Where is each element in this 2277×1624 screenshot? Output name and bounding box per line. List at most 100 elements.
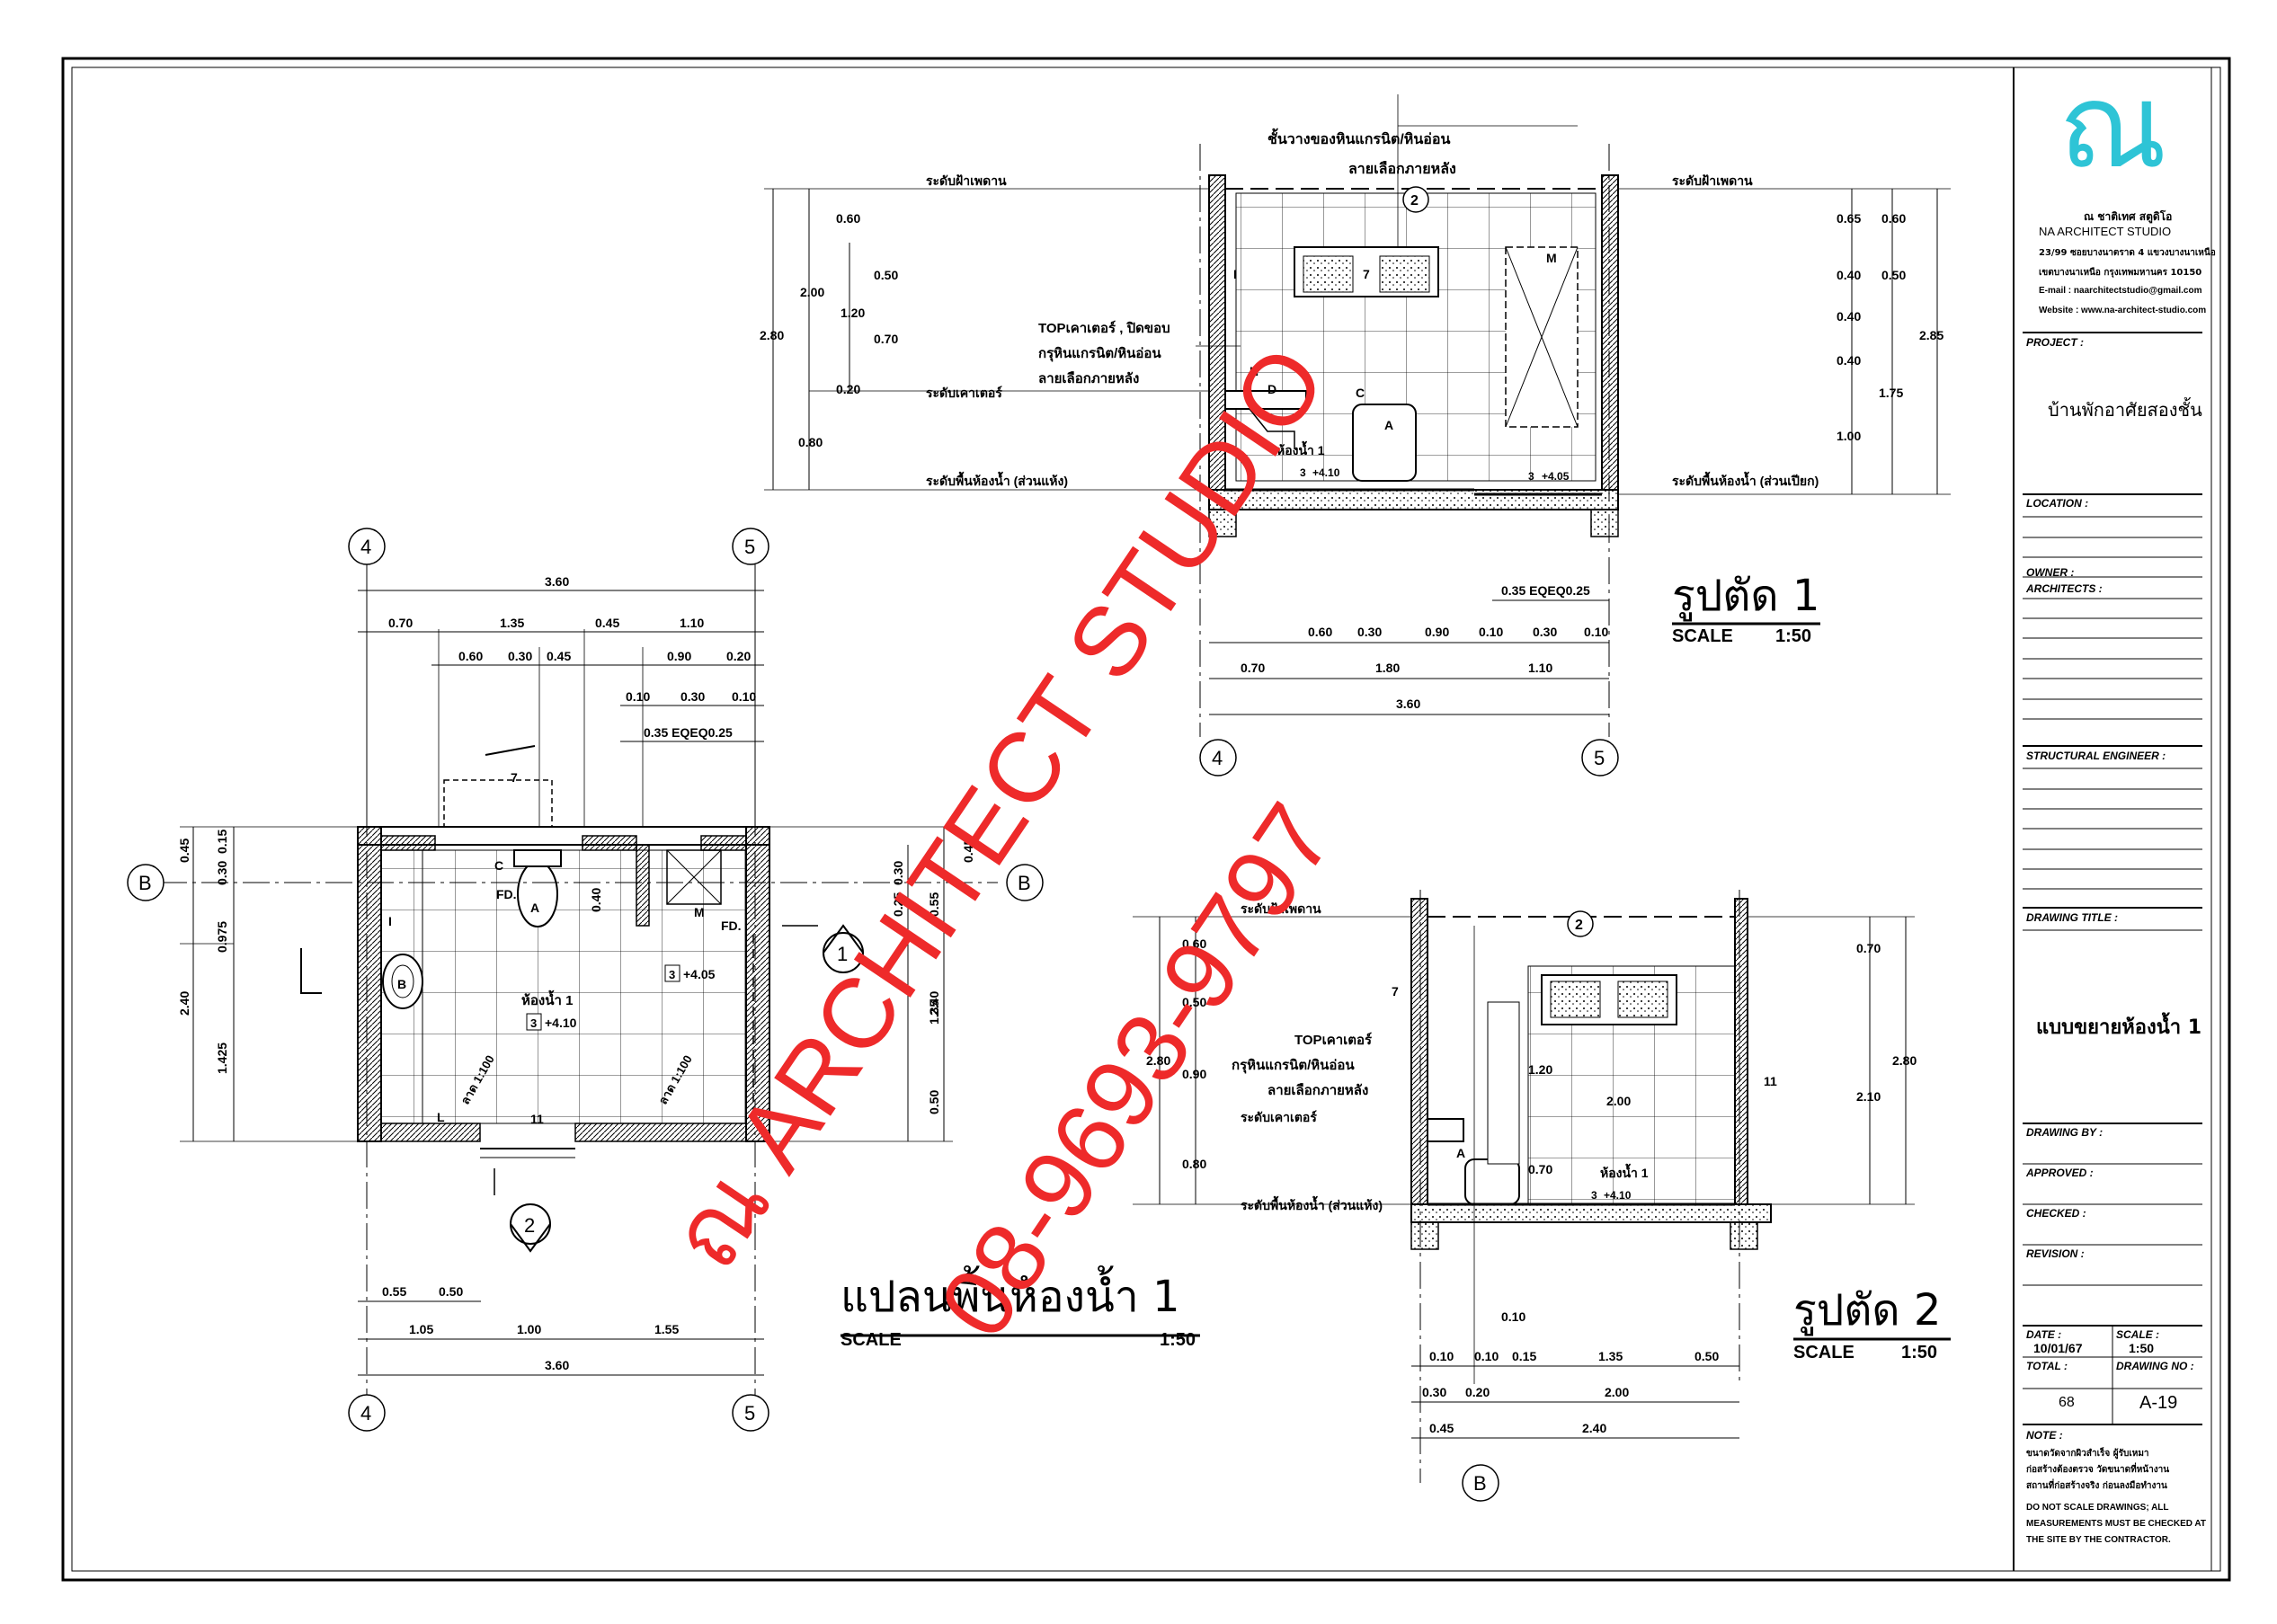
- sec1-dim-bottom2-1: 0.70: [1241, 661, 1265, 675]
- note-en-1: DO NOT SCALE DRAWINGS; ALL: [2026, 1503, 2169, 1513]
- sec2-dim-bottom1-3: 0.15: [1512, 1349, 1536, 1363]
- plan-title: แปลนพื้นห้องน้ำ 1: [841, 1272, 1180, 1322]
- sec1-wall-left: [1208, 174, 1226, 491]
- sec2-dim-bottom3-1: 0.45: [1429, 1421, 1454, 1435]
- sec1-slab: [1208, 489, 1619, 510]
- sec1-dim-left2-1: 0.50: [874, 268, 898, 282]
- sec1-dim-right-total: 2.85: [1919, 328, 1943, 342]
- scale-label: SCALE :: [2116, 1328, 2159, 1341]
- sec1-tag-I: I: [1233, 267, 1237, 281]
- revision-label: REVISION :: [2026, 1247, 2085, 1260]
- sec2-note-counter-2: กรุหินแกรนิต/หินอ่อน: [1232, 1057, 1355, 1074]
- plan-tag-C: C: [494, 858, 503, 873]
- plan-dim-top-3: 0.45: [595, 616, 619, 630]
- plan-dim-right-3: 1.35: [927, 1000, 941, 1025]
- plan-dim-bottom2-3: 1.55: [654, 1322, 679, 1336]
- plan-dim-right-4: 0.50: [927, 1090, 941, 1114]
- inner-border: [71, 67, 2221, 1572]
- plan-wc: [517, 861, 558, 927]
- sec2-level-tag-a: 3: [1591, 1189, 1597, 1202]
- drawing-no-label: DRAWING NO :: [2116, 1360, 2194, 1372]
- sec1-level-ceiling-r: ระดับฝ้าเพดาน: [1672, 173, 1753, 188]
- plan-dim-top-4: 1.10: [680, 616, 704, 630]
- plan-level-tag-a: 3: [530, 1016, 537, 1030]
- plan-dim-bottom-total: 3.60: [545, 1358, 569, 1372]
- sec2-note-counter-3: ลายเลือกภายหลัง: [1267, 1083, 1368, 1098]
- sec1-dim-left-1: 0.60: [836, 211, 860, 226]
- plan-dim-left-3: 1.425: [215, 1043, 229, 1074]
- plan-tag-A: A: [530, 901, 539, 915]
- sec1-dim-bottom1-5: 0.30: [1533, 625, 1557, 639]
- drawing-no-value: A-19: [2139, 1393, 2178, 1413]
- sec1-level-b: +4.05: [1542, 470, 1570, 483]
- sec2-dim-070: 0.70: [1528, 1162, 1552, 1176]
- sec1-dim-bottom2-3: 1.10: [1528, 661, 1552, 675]
- plan-dim-top2-3: 0.45: [547, 649, 571, 663]
- sec2-grid-b: B: [1473, 1472, 1487, 1495]
- plan-fd-1: FD.: [496, 887, 517, 901]
- sec2-wall-left: [1410, 898, 1428, 1205]
- plan-fd-2: FD.: [721, 918, 742, 933]
- plan-dim-top-1: 0.70: [388, 616, 413, 630]
- sec1-dim-right-1: 0.65: [1837, 211, 1861, 226]
- architects-label: ARCHITECTS :: [2026, 582, 2103, 595]
- sec1-grid-5: 5: [1594, 747, 1605, 769]
- sec2-wc: [1464, 1158, 1520, 1205]
- sec2-tag-11: 11: [1764, 1074, 1777, 1088]
- sec2-counter: [1427, 1118, 1464, 1142]
- sec1-dim-bottom1-2: 0.30: [1357, 625, 1382, 639]
- sec1-tag-D: D: [1267, 382, 1276, 396]
- sec2-dim-left-total: 2.80: [1146, 1053, 1170, 1068]
- sec1-level-tag-a: 3: [1300, 466, 1306, 479]
- plan-grid-4-bottom: 4: [360, 1402, 371, 1424]
- sec1-wc: [1352, 404, 1417, 482]
- sec2-tag-A: A: [1456, 1146, 1465, 1160]
- section-1: [764, 94, 1951, 737]
- sec2-level-floor-dry: ระดับพื้นห้องน้ำ (ส่วนแห้ง): [1241, 1195, 1383, 1212]
- sec1-tag-2: 2: [1410, 193, 1419, 209]
- note-thai-2: ก่อสร้างต้องตรวจ วัดขนาดที่หน้างาน: [2026, 1465, 2170, 1475]
- sec2-dim-bottom0: 0.10: [1501, 1309, 1525, 1324]
- sec1-wall-right: [1601, 174, 1619, 491]
- firm-address-2: เขตบางนาเหนือ กรุงเทพมหานคร 10150: [2039, 268, 2202, 278]
- sec1-tag-7: 7: [1363, 267, 1370, 281]
- plan-room-name: ห้องน้ำ 1: [521, 989, 573, 1008]
- plan-tag-B: B: [397, 977, 406, 991]
- section-2: [1133, 890, 1915, 1502]
- plan-wall-left: [357, 826, 382, 1142]
- sec1-dim-left-3: 0.20: [836, 382, 860, 396]
- section1-scale-value: 1:50: [1775, 626, 1812, 646]
- plan-dim-bottom2-2: 1.00: [517, 1322, 541, 1336]
- scale-value: 1:50: [2129, 1341, 2155, 1355]
- sec1-grid-4: 4: [1212, 747, 1223, 769]
- sec2-dim-right-total: 2.80: [1892, 1053, 1917, 1068]
- sec2-level-counter: ระดับเคาเตอร์: [1241, 1110, 1317, 1124]
- sec2-tag-2: 2: [1575, 918, 1583, 933]
- plan-tag-11: 11: [530, 1112, 544, 1126]
- plan-dim-left2-2: 0.30: [215, 861, 229, 885]
- plan-level-b: +4.05: [683, 967, 716, 981]
- sec2-dim-120: 1.20: [1528, 1062, 1552, 1077]
- drawing-by-label: DRAWING BY :: [2026, 1126, 2104, 1139]
- plan-dim-bottom2-1: 1.05: [409, 1322, 433, 1336]
- plan-grid-b-right: B: [1018, 872, 1031, 894]
- structural-label: STRUCTURAL ENGINEER :: [2026, 750, 2166, 762]
- plan-floor-tiles: [380, 849, 747, 1124]
- sec1-tag-M: M: [1546, 251, 1557, 265]
- plan-dim-top2-4: 0.90: [667, 649, 691, 663]
- sec2-dim-bottom3-2: 2.40: [1582, 1421, 1606, 1435]
- sec2-grid-bubble-b: [1462, 1464, 1499, 1502]
- sec2-dim-bottom1-5: 0.50: [1694, 1349, 1719, 1363]
- note-label: NOTE :: [2026, 1429, 2063, 1442]
- drawing-title-label: DRAWING TITLE :: [2026, 911, 2118, 924]
- sec2-dim-bottom1-2: 0.10: [1474, 1349, 1499, 1363]
- firm-logo: ณ: [2059, 58, 2167, 194]
- plan-tag-L: L: [437, 1110, 445, 1124]
- plan-dim-bottom-2: 0.50: [439, 1284, 463, 1299]
- sec1-level-counter: ระดับเคาเตอร์: [926, 386, 1002, 400]
- sec1-level-tag-b: 3: [1528, 470, 1534, 483]
- sec1-dim-bottom1-3: 0.90: [1425, 625, 1449, 639]
- plan-wall-top: [357, 826, 770, 846]
- plan-dim-left-2: 0.975: [215, 921, 229, 953]
